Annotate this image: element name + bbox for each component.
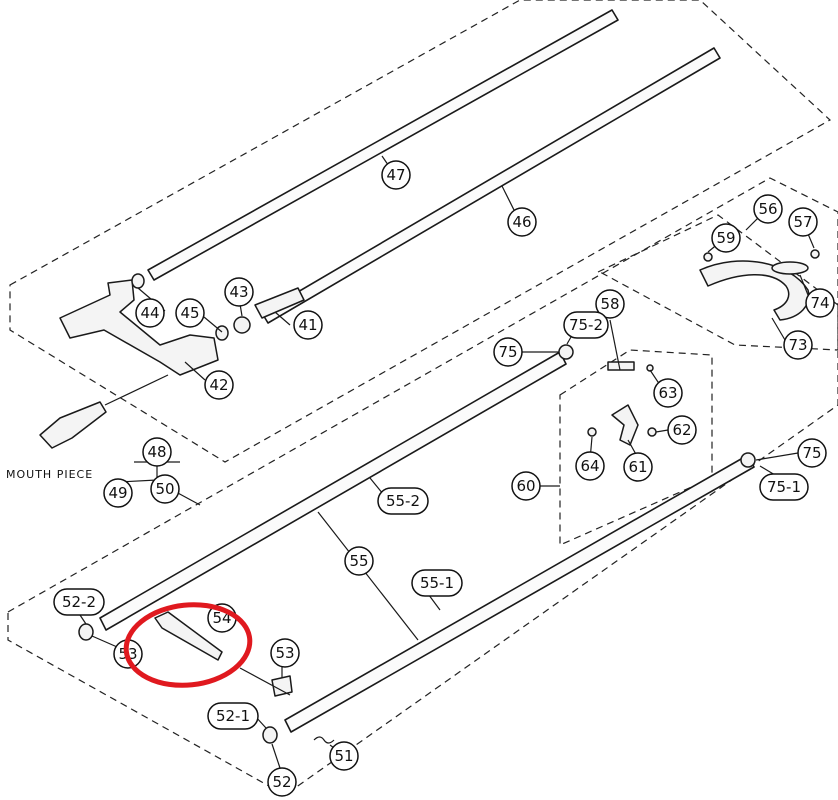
bumper-74: [771, 261, 809, 275]
svg-text:52-1: 52-1: [216, 707, 250, 725]
water-key-61: [611, 404, 639, 446]
callout-55: 55: [344, 546, 374, 576]
svg-text:63: 63: [658, 384, 677, 402]
callout-44: 44: [135, 298, 165, 328]
callout-75-1: 75-1: [759, 473, 809, 501]
screw-62: [647, 427, 657, 437]
highlight-circle: [123, 602, 253, 688]
callout-55-2: 55-2: [377, 487, 429, 515]
callout-62: 62: [667, 415, 697, 445]
outer-slide-group-outline: [7, 177, 838, 796]
svg-text:57: 57: [793, 213, 812, 231]
outer-slide-tube-upper: [99, 351, 567, 631]
svg-text:75: 75: [802, 444, 821, 462]
svg-text:62: 62: [672, 421, 691, 439]
callout-60: 60: [511, 471, 541, 501]
svg-text:49: 49: [108, 484, 127, 502]
slide-crook-73: [699, 260, 810, 321]
pin-64: [587, 427, 597, 437]
callout-52-1: 52-1: [207, 702, 259, 730]
svg-text:74: 74: [810, 294, 829, 312]
callout-50: 50: [150, 474, 180, 504]
callout-53: 53: [270, 638, 300, 668]
callout-51: 51: [329, 741, 359, 771]
svg-text:61: 61: [628, 458, 647, 476]
mouthpiece-shape: [39, 401, 107, 449]
svg-text:51: 51: [334, 747, 353, 765]
saddle-58: [607, 361, 635, 371]
svg-text:52-2: 52-2: [62, 593, 96, 611]
cap-52-2: [78, 623, 94, 641]
callout-61: 61: [623, 452, 653, 482]
water-key-group-outline: [559, 349, 713, 546]
svg-text:75-1: 75-1: [767, 478, 801, 496]
callout-75-2: 75-2: [563, 311, 609, 339]
nut-43: [233, 316, 251, 334]
callout-52-2: 52-2: [53, 588, 105, 616]
svg-text:45: 45: [180, 304, 199, 322]
callout-43: 43: [224, 277, 254, 307]
svg-text:43: 43: [229, 283, 248, 301]
svg-text:64: 64: [580, 457, 599, 475]
spring-51: [313, 736, 335, 744]
nut-59: [703, 252, 713, 262]
callout-58: 58: [595, 289, 625, 319]
callout-57: 57: [788, 207, 818, 237]
svg-text:75-2: 75-2: [569, 316, 603, 334]
cap-52-1: [262, 726, 278, 744]
svg-text:42: 42: [209, 376, 228, 394]
callout-59: 59: [711, 223, 741, 253]
screw-57: [810, 249, 820, 259]
callout-47: 47: [381, 160, 411, 190]
svg-text:55: 55: [349, 552, 368, 570]
brace-55: [317, 511, 419, 641]
callout-73: 73: [783, 330, 813, 360]
svg-text:59: 59: [716, 229, 735, 247]
callout-74: 74: [805, 288, 835, 318]
stop-53: [271, 675, 293, 697]
svg-text:41: 41: [298, 316, 317, 334]
callout-41: 41: [293, 310, 323, 340]
mouthpiece-label: MOUTH PIECE: [6, 468, 93, 481]
svg-text:47: 47: [386, 166, 405, 184]
inner-slide-tube-47: [147, 9, 619, 281]
callout-75-right: 75: [797, 438, 827, 468]
inner-slide-tube-46: [261, 47, 721, 324]
callout-46: 46: [507, 207, 537, 237]
svg-text:48: 48: [147, 443, 166, 461]
slide-lock-41: [254, 287, 305, 319]
ring-75-right: [740, 452, 756, 468]
svg-text:46: 46: [512, 213, 531, 231]
outer-slide-tube-lower: [284, 454, 755, 733]
callout-63: 63: [653, 378, 683, 408]
inner-slide-inner-outline: [597, 214, 838, 351]
callout-42: 42: [204, 370, 234, 400]
upper-slide-group-outline: [9, 0, 832, 463]
mouthpiece-leader: [104, 374, 169, 406]
svg-text:73: 73: [788, 336, 807, 354]
callout-64: 64: [575, 451, 605, 481]
callout-52: 52: [267, 767, 297, 797]
svg-text:58: 58: [600, 295, 619, 313]
svg-text:60: 60: [516, 477, 535, 495]
svg-text:52: 52: [272, 773, 291, 791]
svg-text:75: 75: [498, 343, 517, 361]
ring-45-a: [131, 273, 145, 289]
svg-text:53: 53: [275, 644, 294, 662]
svg-text:55-1: 55-1: [420, 574, 454, 592]
callout-45: 45: [175, 298, 205, 328]
callout-55-1: 55-1: [411, 569, 463, 597]
ring-75-top: [558, 344, 574, 360]
inner-brace-44: [59, 279, 219, 376]
svg-text:44: 44: [140, 304, 159, 322]
svg-text:55-2: 55-2: [386, 492, 420, 510]
svg-text:56: 56: [758, 200, 777, 218]
svg-text:50: 50: [155, 480, 174, 498]
callout-75-top: 75: [493, 337, 523, 367]
callout-48: 48: [142, 437, 172, 467]
callout-56: 56: [753, 194, 783, 224]
slide-stop-54: [154, 611, 223, 661]
callout-49: 49: [103, 478, 133, 508]
